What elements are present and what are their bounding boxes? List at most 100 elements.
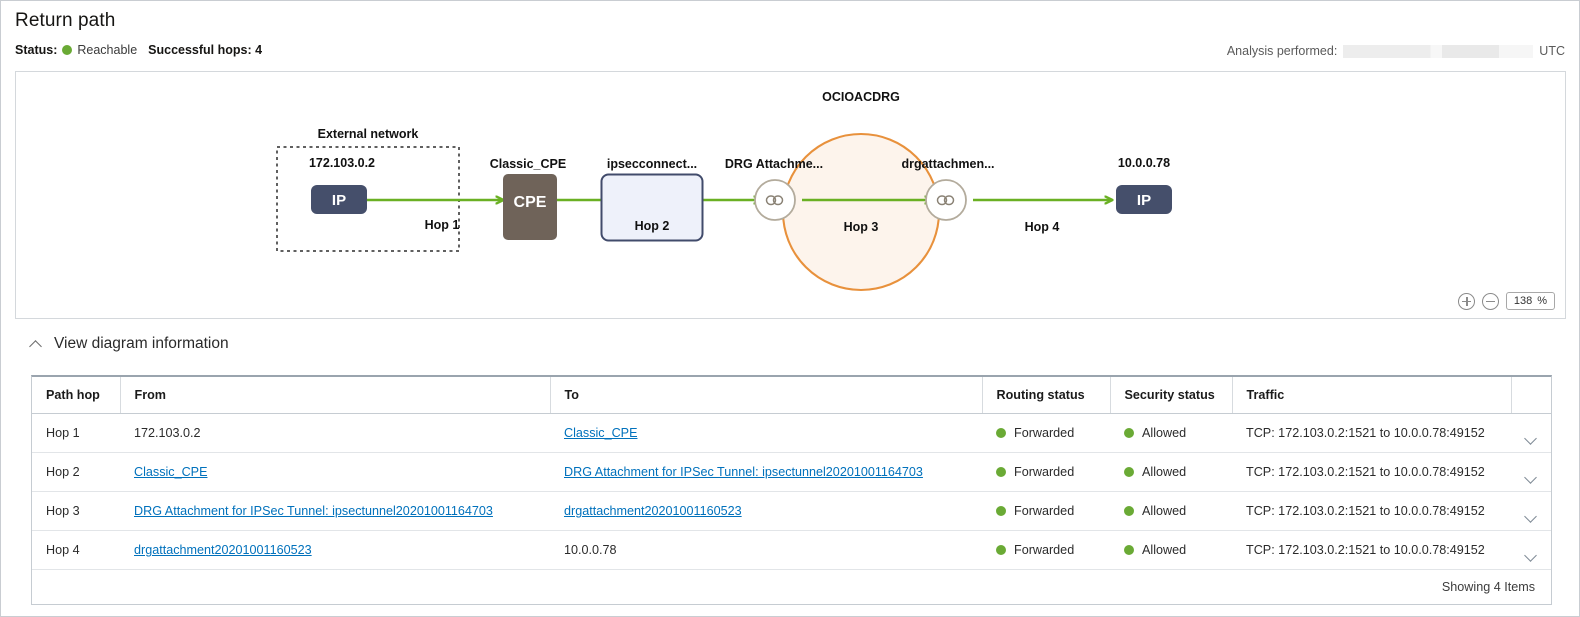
- cell-path-hop: Hop 4: [46, 543, 80, 557]
- node-label-ipsec: ipsecconnect...: [607, 157, 697, 171]
- routing-status-dot-icon: [996, 506, 1006, 516]
- table-header-row: Path hop From To Routing status Security…: [32, 377, 1551, 414]
- table-row: Hop 3 DRG Attachment for IPSec Tunnel: i…: [32, 491, 1551, 531]
- cell-to: Classic_CPE: [550, 413, 982, 453]
- cell-from: drgattachment20201001160523: [120, 531, 550, 570]
- cell-traffic: TCP: 172.103.0.2:1521 to 10.0.0.78:49152: [1232, 491, 1511, 531]
- zoom-level-input[interactable]: 138 %: [1505, 292, 1555, 310]
- node-label-src-ip: 172.103.0.2: [309, 156, 375, 170]
- routing-status-dot-icon: [996, 428, 1006, 438]
- security-status-dot-icon: [1124, 467, 1134, 477]
- cell-security-status: Allowed: [1110, 491, 1232, 531]
- cell-expand: [1511, 491, 1551, 531]
- zoom-out-icon[interactable]: [1481, 292, 1499, 310]
- cell-path-hop: Hop 1: [32, 413, 120, 453]
- ip-badge-icon-2: IP: [1137, 192, 1151, 209]
- path-hops-table: Path hop From To Routing status Security…: [31, 375, 1552, 605]
- cpe-box-icon: CPE: [514, 194, 547, 211]
- cell-routing-status: Forwarded: [982, 452, 1110, 492]
- table-row: Hop 4 drgattachment20201001160523 10.0.0…: [32, 531, 1551, 570]
- cell-to-link[interactable]: DRG Attachment for IPSec Tunnel: ipsectu…: [564, 465, 923, 479]
- status-bar: Status: Reachable Successful hops: 4 Ana…: [1, 43, 1579, 67]
- cell-from: 172.103.0.2: [120, 413, 550, 453]
- cell-traffic: TCP: 172.103.0.2:1521 to 10.0.0.78:49152: [1246, 543, 1485, 557]
- cell-from-link[interactable]: drgattachment20201001160523: [134, 543, 312, 557]
- analysis-performed: Analysis performed: UTC: [1227, 44, 1565, 58]
- routing-status-dot-icon: [996, 545, 1006, 555]
- column-header-security-status: Security status: [1110, 377, 1233, 414]
- security-status-text: Allowed: [1142, 543, 1187, 557]
- node-cpe[interactable]: [503, 174, 557, 240]
- node-src-ip[interactable]: [311, 185, 367, 214]
- routing-status-text: Forwarded: [1014, 426, 1075, 440]
- view-diagram-information-toggle[interactable]: View diagram information: [31, 335, 229, 353]
- cell-to: 10.0.0.78: [550, 531, 982, 570]
- cell-from-link[interactable]: DRG Attachment for IPSec Tunnel: ipsectu…: [134, 504, 493, 518]
- chevron-up-icon: [31, 339, 42, 350]
- chain-link-icon: [765, 195, 784, 206]
- cell-traffic: TCP: 172.103.0.2:1521 to 10.0.0.78:49152: [1232, 413, 1511, 453]
- group-external-network-label: External network: [318, 127, 419, 141]
- node-dst-ip[interactable]: [1116, 185, 1172, 214]
- successful-hops-label: Successful hops: 4: [148, 43, 263, 57]
- ip-badge-icon: IP: [332, 192, 346, 209]
- path-diagram-panel[interactable]: OCIOACDRG External network 172.103.0.2 I…: [15, 71, 1566, 319]
- security-status-dot-icon: [1124, 506, 1134, 516]
- cell-to-link[interactable]: drgattachment20201001160523: [564, 504, 742, 518]
- cell-from-link[interactable]: Classic_CPE: [134, 465, 208, 479]
- cell-routing-status: Forwarded: [982, 491, 1110, 531]
- routing-status-text: Forwarded: [1014, 465, 1075, 479]
- cell-traffic: TCP: 172.103.0.2:1521 to 10.0.0.78:49152: [1232, 452, 1511, 492]
- node-ipsec[interactable]: [600, 173, 704, 242]
- cell-path-hop: Hop 3: [32, 491, 120, 531]
- chain-link-icon-2: [936, 195, 955, 206]
- cell-to: drgattachment20201001160523: [550, 491, 982, 531]
- cell-security-status: Allowed: [1110, 452, 1232, 492]
- column-header-traffic: Traffic: [1232, 377, 1512, 414]
- zoom-controls[interactable]: 138 %: [1457, 292, 1555, 310]
- hop-label-1: Hop 1: [425, 218, 460, 232]
- status-summary: Status: Reachable Successful hops: 4: [15, 43, 262, 57]
- node-label-cpe: Classic_CPE: [490, 157, 566, 171]
- column-header-expand: [1511, 377, 1551, 414]
- analysis-performed-label: Analysis performed:: [1226, 44, 1338, 58]
- node-label-drg-att-1: DRG Attachme...: [725, 157, 823, 171]
- cell-path-hop: Hop 2: [32, 452, 120, 492]
- cell-expand: [1511, 413, 1551, 453]
- security-status-text: Allowed: [1142, 465, 1187, 479]
- node-label-drg-att-2: drgattachmen...: [901, 157, 994, 171]
- cell-to-link[interactable]: Classic_CPE: [564, 426, 638, 440]
- cell-expand: [1511, 452, 1551, 492]
- group-ocioacdrg-label: OCIOACDRG: [822, 90, 900, 104]
- cell-from-text: 172.103.0.2: [134, 426, 201, 440]
- status-value: Reachable: [77, 43, 138, 57]
- column-header-routing-status: Routing status: [982, 377, 1111, 414]
- routing-status-dot-icon: [996, 467, 1006, 477]
- cell-routing-status: Forwarded: [982, 531, 1110, 570]
- zoom-level-unit: %: [1537, 295, 1547, 307]
- cell-from: DRG Attachment for IPSec Tunnel: ipsectu…: [120, 491, 550, 531]
- page-title: Return path: [15, 10, 116, 31]
- security-status-dot-icon: [1124, 428, 1134, 438]
- hop-label-3: Hop 3: [844, 220, 879, 234]
- routing-status-text: Forwarded: [1014, 543, 1075, 557]
- hop-label-2: Hop 2: [635, 219, 670, 233]
- column-header-path-hop: Path hop: [32, 377, 121, 414]
- analysis-timezone: UTC: [1539, 44, 1565, 58]
- cell-security-status: Allowed: [1110, 531, 1232, 570]
- cell-routing-status: Forwarded: [982, 413, 1110, 453]
- column-header-from: From: [120, 377, 551, 414]
- zoom-in-icon[interactable]: [1457, 292, 1475, 310]
- status-dot-icon: [62, 45, 73, 55]
- table-row: Hop 2 Classic_CPE DRG Attachment for IPS…: [32, 452, 1551, 492]
- status-label: Status:: [15, 43, 58, 57]
- hop-label-4: Hop 4: [1025, 220, 1060, 234]
- cell-from: Classic_CPE: [120, 452, 550, 492]
- security-status-text: Allowed: [1142, 426, 1187, 440]
- cell-security-status: Allowed: [1110, 413, 1232, 453]
- security-status-text: Allowed: [1142, 504, 1187, 518]
- security-status-dot-icon: [1124, 545, 1134, 555]
- cell-to: DRG Attachment for IPSec Tunnel: ipsectu…: [550, 452, 982, 492]
- zoom-level-value: 138: [1513, 295, 1533, 307]
